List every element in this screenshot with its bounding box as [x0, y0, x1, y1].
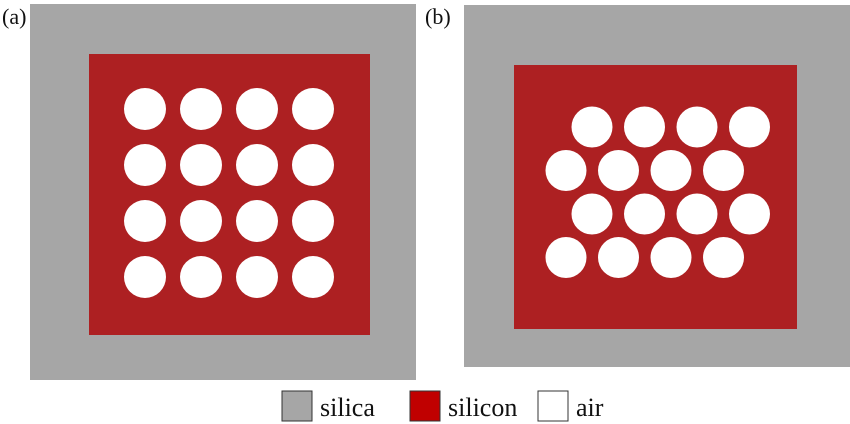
panel-b-air-holes: [545, 106, 770, 278]
panel-b-air-hole-r4-c4: [703, 237, 744, 278]
panel-b-air-hole-r1-c1: [571, 106, 613, 148]
legend-item-silica: silica: [281, 390, 375, 422]
panel-a-label: (a): [2, 4, 26, 29]
legend-label-silicon: silicon: [448, 393, 517, 422]
legend: silica silicon air: [281, 390, 604, 422]
panel-a-air-hole-r3-c4: [292, 200, 334, 242]
legend-swatch-silicon: [409, 390, 441, 422]
panel-b-label: (b): [425, 4, 451, 29]
panel-a-air-hole-r2-c2: [180, 144, 222, 186]
legend-swatch-air: [537, 390, 569, 422]
panel-a-air-hole-r4-c2: [180, 256, 222, 298]
panel-b-air-hole-r3-c1: [571, 193, 613, 235]
panel-a-air-hole-r4-c3: [236, 256, 278, 298]
panel-a-air-hole-r4-c4: [292, 256, 334, 298]
panel-a: (a): [2, 4, 416, 380]
legend-item-air: air: [537, 390, 604, 422]
panel-a-air-hole-r1-c4: [292, 88, 334, 130]
legend-item-silicon: silicon: [409, 390, 517, 422]
panel-a-air-hole-r2-c4: [292, 144, 334, 186]
panel-a-air-hole-r2-c3: [236, 144, 278, 186]
panel-a-air-hole-r3-c3: [236, 200, 278, 242]
panel-a-air-hole-r1-c2: [180, 88, 222, 130]
panel-b-air-hole-r4-c3: [650, 237, 692, 278]
panel-b-air-hole-r1-c2: [624, 106, 665, 148]
panel-a-air-hole-r1-c3: [236, 88, 278, 130]
panel-b-air-hole-r3-c2: [624, 193, 665, 235]
panel-a-air-hole-r1-c1: [124, 88, 166, 130]
panel-a-air-hole-r4-c1: [124, 256, 166, 298]
panel-b-air-hole-r2-c2: [598, 150, 639, 191]
panel-a-air-hole-r3-c2: [180, 200, 222, 242]
panel-b-air-hole-r4-c2: [598, 237, 639, 278]
panel-b-air-hole-r1-c4: [729, 106, 770, 148]
panel-a-air-holes: [124, 88, 334, 298]
panel-b-air-hole-r3-c4: [729, 193, 770, 235]
panel-a-air-hole-r2-c1: [124, 144, 166, 186]
panel-b-air-hole-r4-c1: [545, 237, 587, 278]
panel-a-air-hole-r3-c1: [124, 200, 166, 242]
panel-b-air-hole-r2-c3: [650, 150, 692, 191]
panel-b: (b): [425, 4, 850, 367]
panel-b-air-hole-r2-c1: [545, 150, 587, 191]
legend-swatch-silica: [281, 390, 313, 422]
legend-label-silica: silica: [320, 393, 375, 422]
legend-label-air: air: [576, 393, 604, 422]
panel-b-air-hole-r3-c3: [676, 193, 718, 235]
panel-b-air-hole-r2-c4: [703, 150, 744, 191]
panel-b-air-hole-r1-c3: [676, 106, 718, 148]
